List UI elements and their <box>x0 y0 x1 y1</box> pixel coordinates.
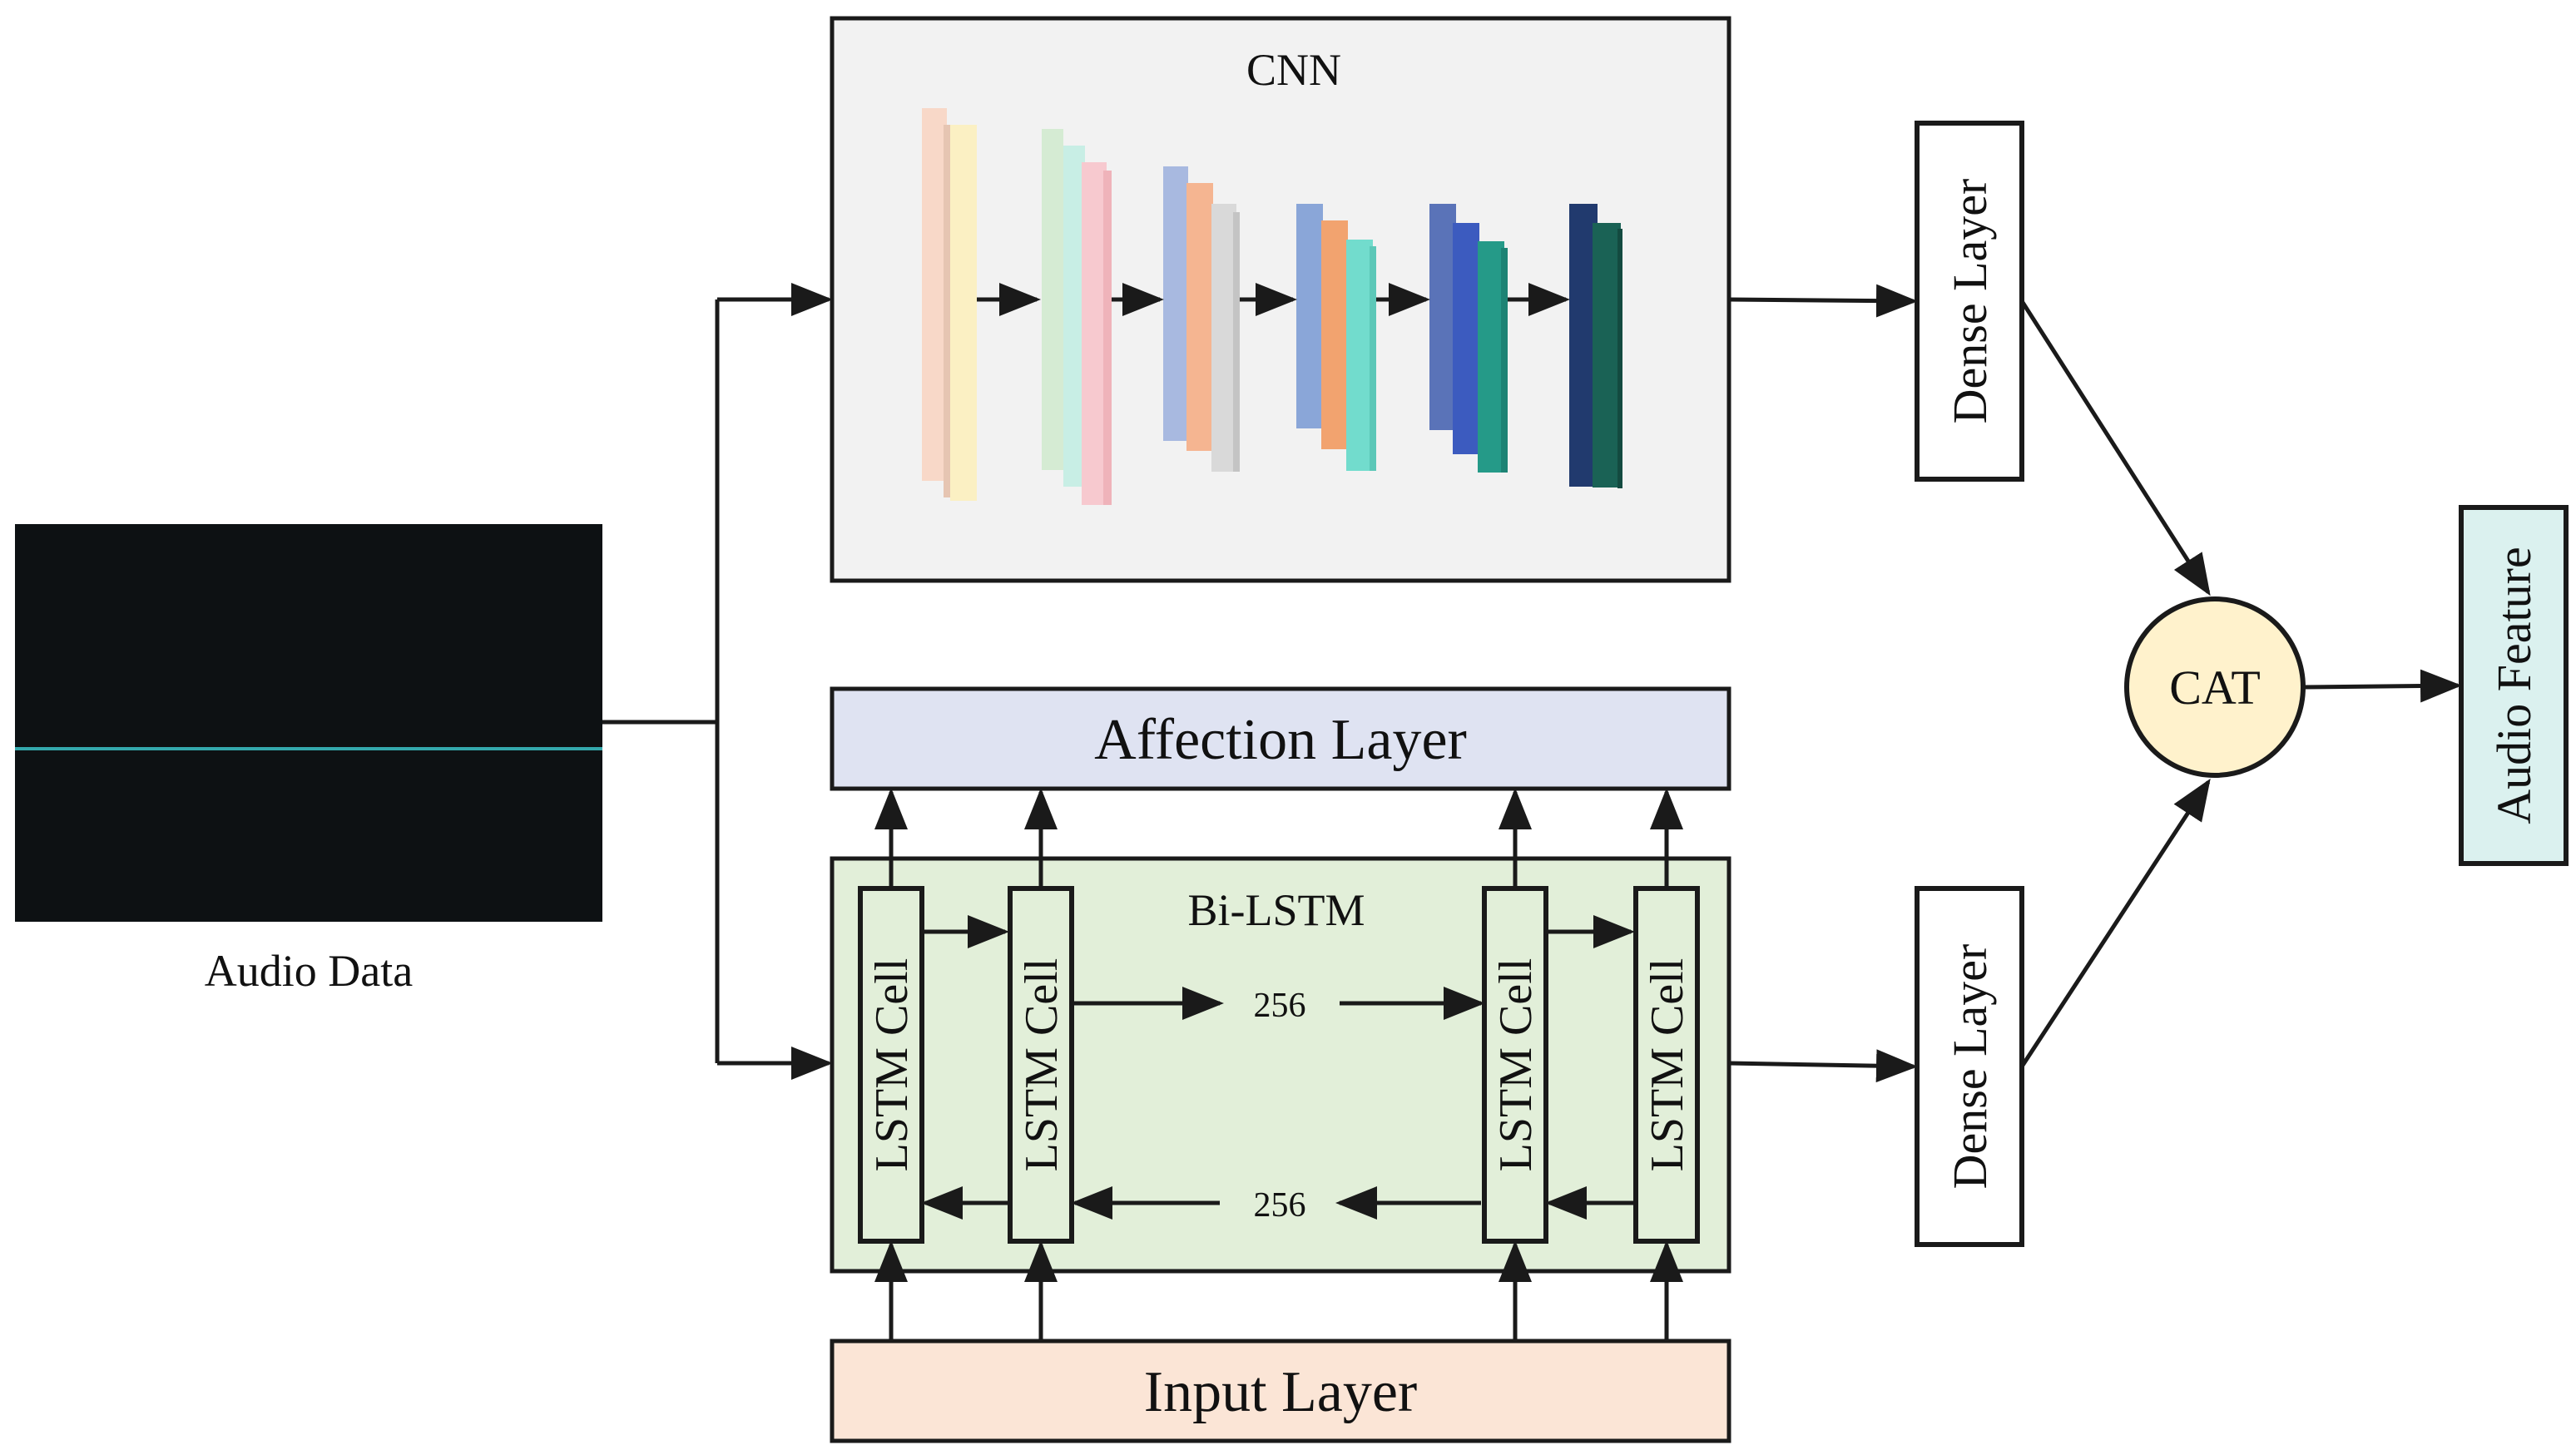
forward-units-label: 256 <box>1254 987 1306 1025</box>
svg-text:Audio Feature: Audio Feature <box>2487 547 2541 824</box>
audio-split-connector <box>602 283 833 1080</box>
cnn-block-5 <box>1429 204 1508 473</box>
cnn-layer-stack <box>922 108 1622 505</box>
lstm-cell-2: LSTM Cell <box>1008 886 1074 1244</box>
input-layer-label: Input Layer <box>1144 1360 1417 1424</box>
svg-text:LSTM Cell: LSTM Cell <box>866 958 918 1172</box>
lstm-cell-1: LSTM Cell <box>858 886 924 1244</box>
cat-node: CAT <box>2124 596 2306 778</box>
cnn-block-1 <box>922 108 977 501</box>
lstm-cell-4: LSTM Cell <box>1633 886 1700 1244</box>
cat-to-output-arrow <box>2302 669 2462 703</box>
affection-layer-box <box>830 686 1731 791</box>
cnn-to-dense-arrow <box>1728 284 1918 318</box>
svg-text:Dense Layer: Dense Layer <box>1943 944 1997 1190</box>
dense-layer-bottom: Dense Layer <box>1915 886 2024 1247</box>
affection-layer-label: Affection Layer <box>1094 708 1467 772</box>
backward-units-label: 256 <box>1254 1186 1306 1225</box>
lstm-cell-3: LSTM Cell <box>1482 886 1548 1244</box>
lstm-to-affection-arrows <box>874 788 1683 888</box>
audio-data-label: Audio Data <box>205 946 413 996</box>
svg-text:LSTM Cell: LSTM Cell <box>1642 958 1693 1172</box>
dense-layer-top: Dense Layer <box>1915 121 2024 482</box>
svg-text:LSTM Cell: LSTM Cell <box>1016 958 1068 1172</box>
cnn-title: CNN <box>1246 45 1341 95</box>
bilstm-to-dense-arrow <box>1728 1049 1918 1083</box>
bilstm-title: Bi-LSTM <box>1187 885 1365 935</box>
cnn-block-6 <box>1569 204 1622 488</box>
input-layer-box <box>830 1339 1731 1443</box>
svg-text:CAT: CAT <box>2169 661 2261 715</box>
cnn-block-2 <box>1042 129 1112 505</box>
svg-text:Dense Layer: Dense Layer <box>1943 179 1997 424</box>
dense-to-cat-arrows <box>2019 299 2211 1068</box>
cnn-block-3 <box>1163 166 1240 472</box>
audio-waveform-image <box>15 524 602 922</box>
lstm-connections <box>921 915 1636 1220</box>
audio-feature-box: Audio Feature <box>2459 505 2569 866</box>
cnn-block-4 <box>1296 204 1376 471</box>
input-to-lstm-arrows <box>874 1240 1683 1339</box>
svg-text:LSTM Cell: LSTM Cell <box>1490 958 1542 1172</box>
